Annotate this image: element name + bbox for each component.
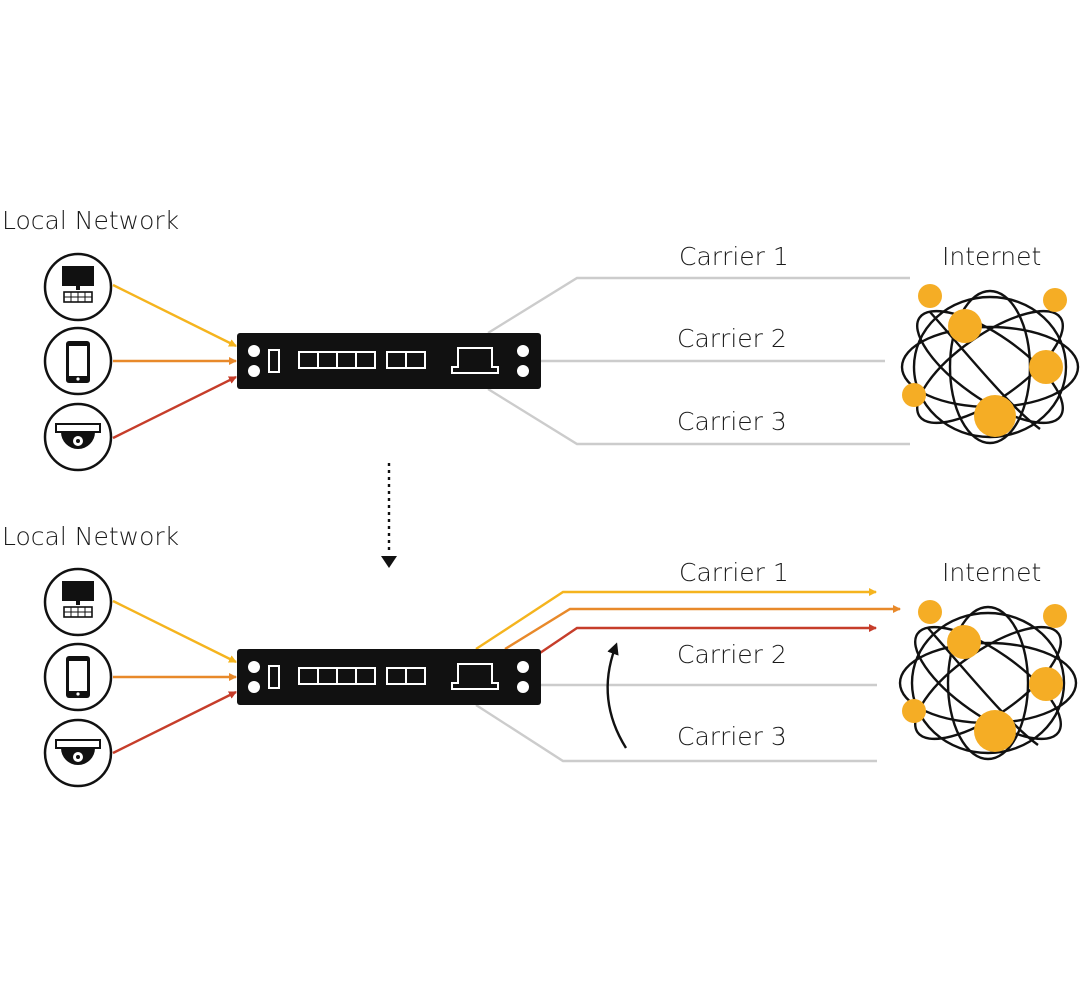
transition-arrowhead xyxy=(381,556,397,568)
carrier-1-label: Carrier 1 xyxy=(679,558,789,587)
carrier-1-flow-phone xyxy=(504,605,901,651)
camera-icon xyxy=(43,402,113,472)
local-network-label: Local Network xyxy=(2,206,179,235)
carrier-1-line xyxy=(487,276,910,335)
carrier-2-label: Carrier 2 xyxy=(677,324,787,353)
computer-icon xyxy=(43,567,113,637)
panel-before: Local Network xyxy=(2,206,1081,472)
computer-icon xyxy=(43,252,113,322)
internet-globe-icon xyxy=(899,284,1081,445)
carrier-3-label: Carrier 3 xyxy=(677,722,787,751)
router xyxy=(236,332,542,390)
camera-icon xyxy=(43,718,113,788)
router xyxy=(236,648,542,706)
flow-computer xyxy=(112,283,237,348)
carrier-1-flow-computer xyxy=(475,588,877,651)
flow-camera xyxy=(112,690,237,755)
internet-label: Internet xyxy=(942,558,1041,587)
flow-camera xyxy=(112,375,237,440)
carrier-3-label: Carrier 3 xyxy=(677,407,787,436)
internet-globe-icon xyxy=(897,600,1079,761)
failover-arrow xyxy=(606,642,628,749)
internet-label: Internet xyxy=(942,242,1041,271)
carrier-1-label: Carrier 1 xyxy=(679,242,789,271)
phone-icon xyxy=(43,642,113,712)
carrier-3-line xyxy=(475,703,877,763)
carrier-3-line xyxy=(487,387,910,446)
phone-icon xyxy=(43,326,113,396)
flow-computer xyxy=(112,599,237,664)
carrier-1-flow-camera xyxy=(536,624,877,656)
carrier-2-label: Carrier 2 xyxy=(677,640,787,669)
panel-after: Local Network xyxy=(2,522,1079,788)
local-network-label: Local Network xyxy=(2,522,179,551)
